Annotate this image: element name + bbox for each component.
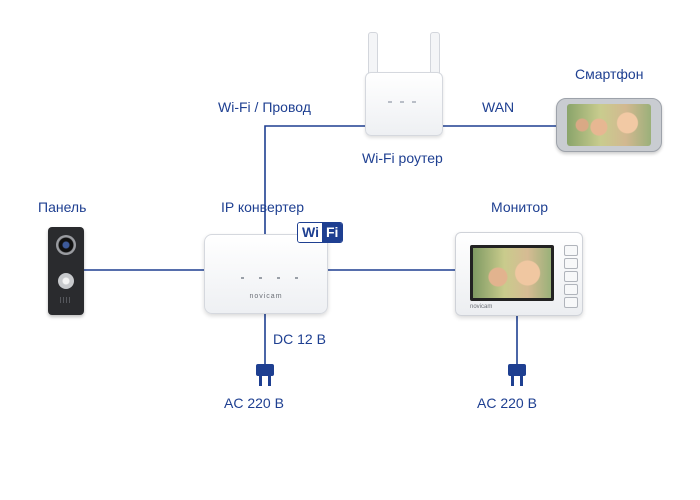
router-antenna-left — [368, 32, 378, 76]
wan-label: WAN — [482, 99, 515, 115]
monitor-key-icon — [564, 258, 578, 269]
converter-label: IP конвертер — [221, 199, 305, 215]
ac-label-right: AC 220 B — [477, 395, 537, 411]
wifi-badge: Wi Fi — [297, 222, 344, 243]
router-label: Wi-Fi роутер — [362, 150, 443, 166]
panel-label: Панель — [38, 199, 87, 215]
monitor-brand: novicam — [470, 304, 493, 310]
monitor-label: Монитор — [491, 199, 548, 215]
ip-converter: novicam — [204, 234, 328, 314]
camera-icon — [56, 235, 76, 255]
power-plug-icon — [256, 364, 274, 386]
wifi-wire-label: Wi-Fi / Провод — [218, 99, 311, 115]
ac-label-left: AC 220 B — [224, 395, 284, 411]
smartphone-screen — [567, 104, 651, 146]
monitor-screen — [470, 245, 554, 301]
router-antenna-right — [430, 32, 440, 76]
monitor: novicam — [455, 232, 583, 316]
door-panel — [48, 227, 84, 315]
wifi-badge-fi: Fi — [321, 223, 343, 242]
wire-converter-router — [264, 125, 366, 234]
dc-label: DC 12 B — [273, 331, 326, 347]
router-body — [365, 72, 443, 136]
wifi-badge-wi: Wi — [298, 223, 322, 242]
call-button-icon — [58, 273, 74, 289]
power-plug-icon — [508, 364, 526, 386]
monitor-key-icon — [564, 284, 578, 295]
monitor-key-icon — [564, 271, 578, 282]
speaker-icon — [60, 297, 72, 303]
converter-brand: novicam — [249, 293, 283, 300]
smartphone-label: Смартфон — [575, 66, 644, 82]
smartphone — [556, 98, 662, 152]
monitor-key-icon — [564, 297, 578, 308]
monitor-key-icon — [564, 245, 578, 256]
